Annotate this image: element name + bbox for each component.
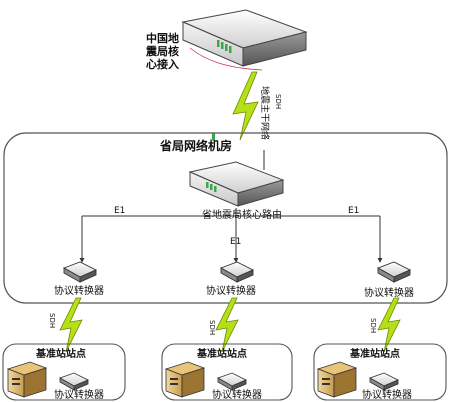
station-converter-icon-1 (59, 372, 89, 391)
station-server-icon-1 (6, 361, 48, 398)
province-router-icon (188, 161, 285, 207)
downlink-sdh-label-center: SDH (208, 320, 216, 335)
converter-label-right: 协议转换器 (364, 286, 414, 299)
station-frame-1 (2, 343, 126, 401)
e1-label-left: E1 (114, 206, 125, 216)
province-room-title: 省局网络机房 (159, 138, 232, 153)
uplink-lightning-icon (232, 71, 259, 141)
station-server-icon-3 (316, 361, 358, 398)
e1-label-right: E1 (348, 206, 359, 216)
province-room-frame (3, 132, 448, 304)
downlink-lightning-icon-right (377, 297, 401, 353)
core-label-line-1: 中国地 (146, 31, 179, 45)
station-converter-icon-2 (217, 372, 247, 391)
station-title-3: 基准站站点 (349, 347, 400, 360)
uplink-network-label: 地震主干网络 (259, 86, 271, 140)
uplink-sdh-label: SDH (274, 94, 282, 109)
station-title-1: 基准站站点 (35, 347, 86, 360)
station-server-icon-2 (164, 361, 206, 398)
converter-label-left: 协议转换器 (54, 284, 104, 297)
downlink-sdh-label-left: SDH (48, 313, 56, 328)
station-frame-3 (313, 343, 447, 401)
province-router-label: 省地震局核心路由 (202, 208, 282, 221)
station-converter-icon-3 (369, 372, 399, 391)
core-router-icon (181, 9, 308, 142)
e1-label-center: E1 (230, 237, 241, 247)
downlink-sdh-label-right: SDH (369, 318, 377, 333)
core-label-line-3: 心接入 (146, 57, 179, 71)
station-device-label-3: 协议转换器 (362, 388, 412, 401)
station-device-label-1: 协议转换器 (54, 388, 104, 401)
converter-icon-right (376, 261, 412, 283)
converter-icon-left (62, 261, 98, 283)
core-label-line-2: 震局核 (145, 44, 179, 58)
station-frame-2 (161, 343, 293, 401)
downlink-lightning-icon-center (215, 297, 239, 353)
converter-icon-center (219, 261, 255, 283)
station-title-2: 基准站站点 (196, 347, 247, 360)
converter-label-center: 协议转换器 (206, 284, 256, 297)
station-device-label-2: 协议转换器 (212, 388, 262, 401)
downlink-lightning-icon-left (59, 297, 83, 353)
